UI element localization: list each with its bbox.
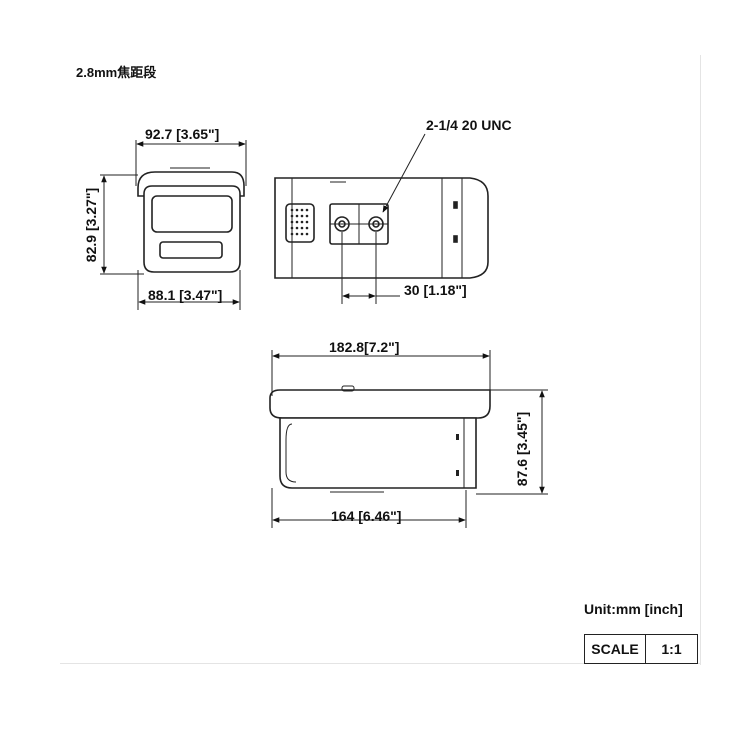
front-width-label: 92.7 [3.65"] [145, 126, 220, 142]
front-view-dimensions [100, 140, 247, 310]
frame-bottom-line [60, 663, 700, 664]
unit-label: Unit:mm [inch] [584, 601, 683, 617]
drawing-title: 2.8mm焦距段 [76, 65, 157, 80]
side-height-label: 87.6 [3.45"] [514, 411, 530, 487]
connector-pin-grid [290, 208, 309, 236]
thread-label: 2-1/4 20 UNC [426, 117, 512, 133]
side-view-dimensions [271, 350, 548, 528]
hole-spacing-label: 30 [1.18"] [404, 282, 467, 298]
bottom-view-dimensions [341, 133, 426, 304]
scale-label: SCALE [585, 635, 646, 663]
frame-right-line [700, 55, 701, 665]
front-bottom-width-label: 88.1 [3.47"] [148, 287, 223, 303]
scale-value: 1:1 [661, 641, 682, 657]
front-view [137, 167, 245, 273]
front-height-label: 82.9 [3.27"] [83, 187, 99, 263]
scale-table: SCALE 1:1 [584, 634, 698, 664]
side-length-label: 182.8[7.2"] [329, 339, 400, 355]
side-base-length-label: 164 [6.46"] [331, 508, 402, 524]
side-view [269, 385, 491, 493]
